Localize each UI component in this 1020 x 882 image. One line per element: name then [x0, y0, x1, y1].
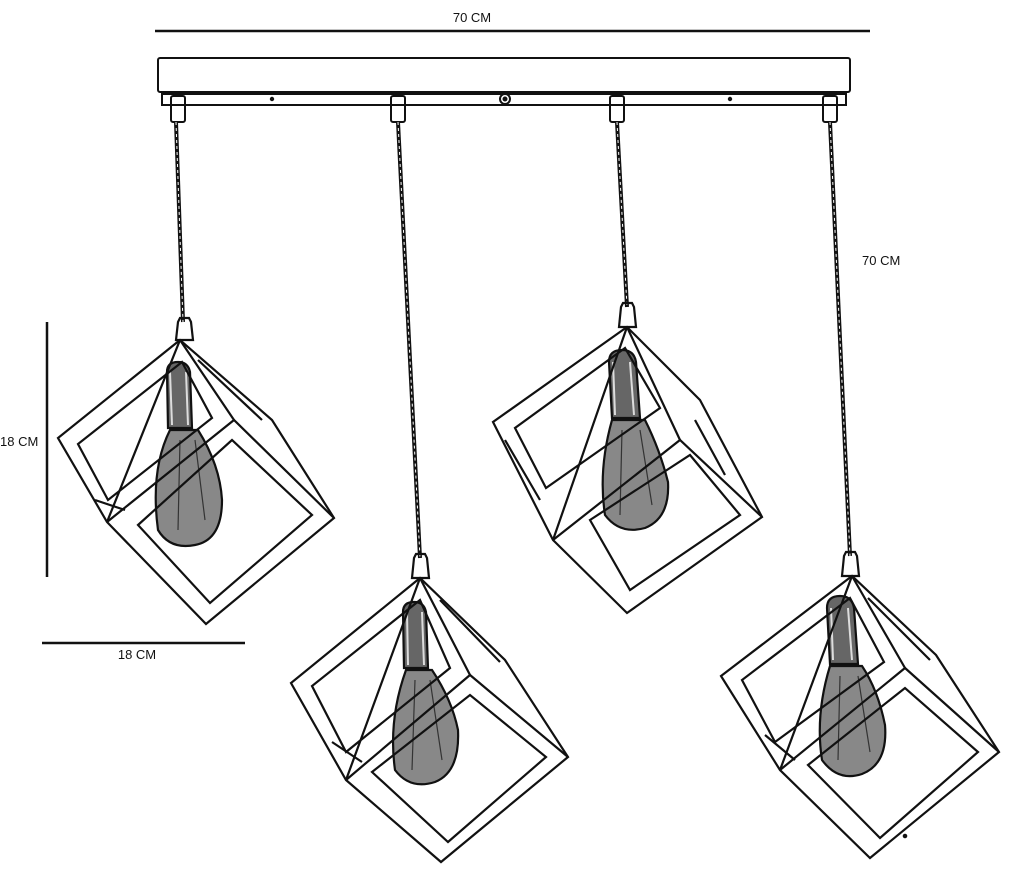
dimension-cube-width: 18 CM: [42, 641, 245, 662]
dimension-cube-height: 18 CM: [0, 322, 49, 577]
pendant-cube-3: [491, 301, 764, 615]
cube-outline: [56, 338, 336, 626]
dimension-label-drop: 70 CM: [862, 253, 900, 268]
cube-window: [136, 438, 314, 605]
cable-grip: [390, 95, 406, 123]
pendant-cube-2: [289, 552, 570, 864]
cube-window: [370, 693, 548, 844]
cube-window: [588, 453, 742, 592]
canopy-screw: [499, 93, 511, 105]
cable-socket-cap: [174, 316, 195, 342]
canopy-bar: [157, 57, 851, 93]
cube-window: [513, 346, 662, 490]
bulb-icon: [154, 360, 224, 548]
dimension-label-cube-width: 18 CM: [118, 647, 156, 662]
bulb-icon: [601, 348, 670, 531]
pendant-cube-4: [719, 550, 1001, 860]
cube-outline: [289, 576, 570, 864]
cable-grip: [609, 95, 625, 123]
cube-window: [76, 360, 214, 502]
bulb-icon: [818, 594, 887, 778]
cable-grip: [170, 95, 186, 123]
dimension-label-cube-height: 18 CM: [0, 434, 38, 449]
cube-outline: [491, 325, 764, 615]
cable-grip: [822, 95, 838, 123]
dimension-label-top: 70 CM: [453, 10, 491, 25]
cube-outline: [719, 574, 1001, 860]
dimension-drop: 70 CM: [862, 253, 900, 268]
cable-socket-cap: [410, 552, 431, 580]
cable-socket-cap: [617, 301, 638, 329]
cube-window: [806, 686, 980, 840]
dimension-top: 70 CM: [155, 10, 870, 33]
cables: [174, 121, 852, 559]
cable-socket-cap: [840, 550, 861, 578]
cable: [174, 121, 185, 323]
ceiling-canopy: [157, 57, 851, 123]
pendant-cube-1: [56, 316, 336, 626]
